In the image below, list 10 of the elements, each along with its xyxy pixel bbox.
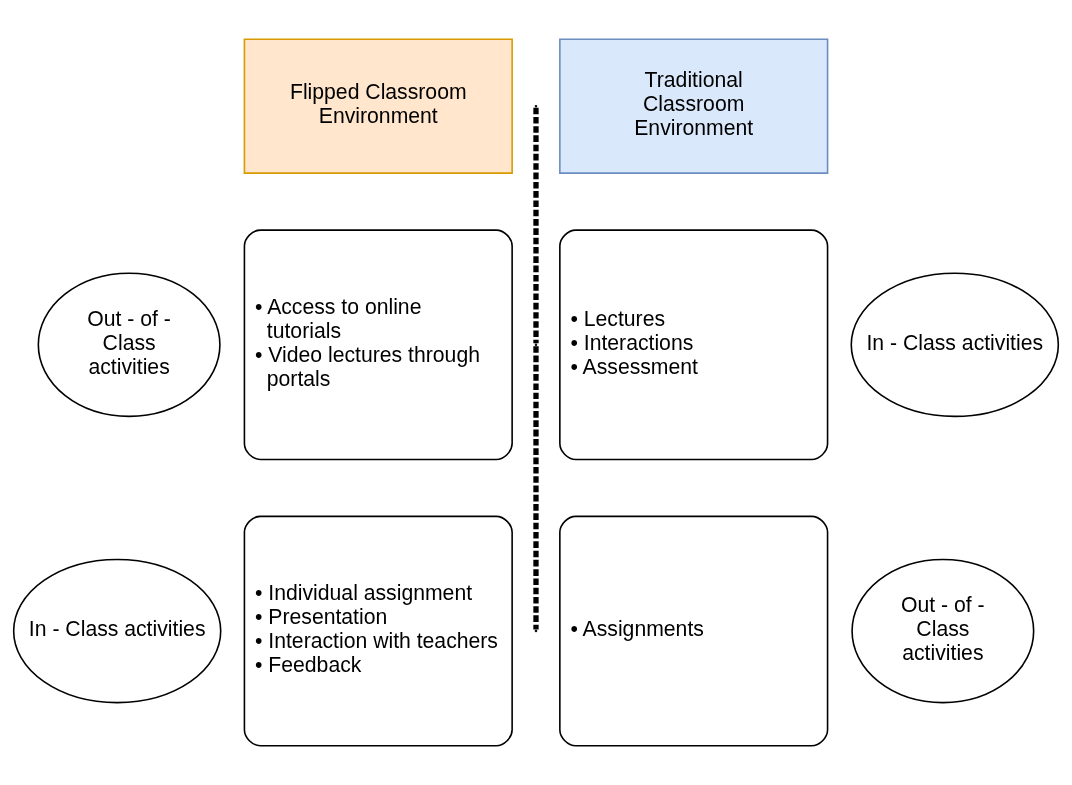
node-box: Flipped Classroom Environment bbox=[243, 38, 513, 174]
node-ellipse: In - Class activities bbox=[12, 558, 222, 704]
node-box: • Lectures • Interactions • Assessment bbox=[559, 229, 829, 461]
node-ellipse: Out - of - Class activities bbox=[851, 558, 1035, 704]
node-box: • Individual assignment • Presentation • Interaction with teachers • Feedback bbox=[243, 515, 513, 747]
node-box: Traditional Classroom Environment bbox=[559, 38, 829, 174]
node-ellipse: Out - of - Class activities bbox=[37, 272, 221, 418]
node-box: • Assignments bbox=[559, 515, 829, 747]
node-ellipse: In - Class activities bbox=[850, 272, 1060, 418]
node-box: • Access to online tutorials • Video lectures through portals bbox=[243, 229, 513, 461]
